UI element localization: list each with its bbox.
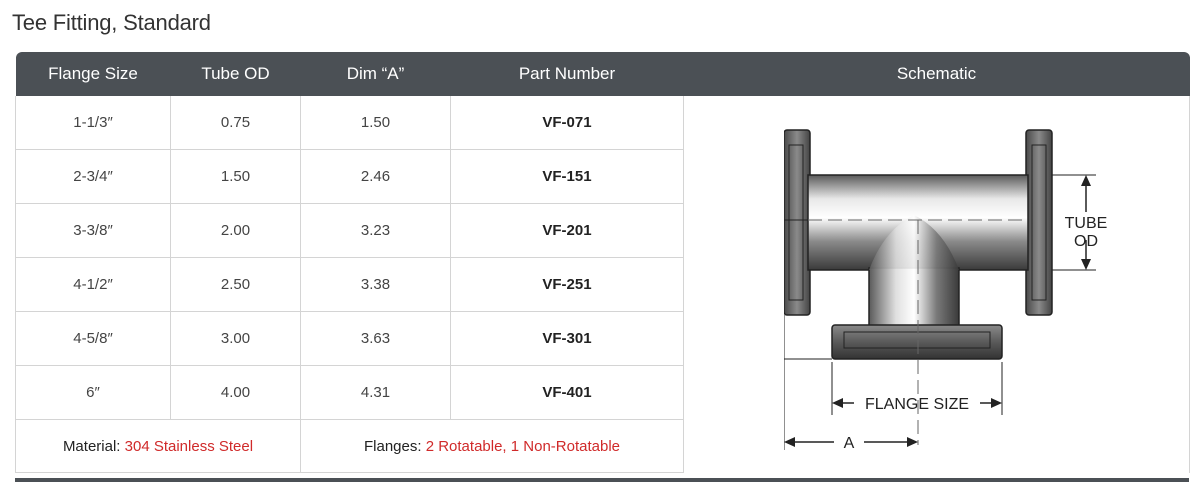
- table-row: 6″ 4.00 4.31 VF-401: [15, 365, 1190, 420]
- col-header-flange-size: Flange Size: [15, 52, 171, 96]
- cell-flange-size: 4-1/2″: [15, 257, 171, 312]
- cell-flange-size: 3-3/8″: [15, 203, 171, 258]
- cell-tube-od: 2.50: [170, 257, 301, 312]
- cell-dim-a: 3.63: [300, 311, 451, 366]
- cell-dim-a: 3.38: [300, 257, 451, 312]
- cell-dim-a: 1.50: [300, 96, 451, 150]
- cell-flange-size: 1-1/3″: [15, 96, 171, 150]
- table-row: 2-3/4″ 1.50 2.46 VF-151: [15, 149, 1190, 204]
- cell-part-number: VF-071: [450, 96, 684, 150]
- spec-table: Flange Size Tube OD Dim “A” Part Number …: [15, 52, 1190, 473]
- tube-od-label-1: TUBE: [1065, 215, 1108, 232]
- cell-dim-a: 4.31: [300, 365, 451, 420]
- cell-dim-a: 3.23: [300, 203, 451, 258]
- schematic-cell: TUBE OD A FLANGE SIZE: [683, 96, 1190, 473]
- cell-tube-od: 4.00: [170, 365, 301, 420]
- left-flange-shape: [784, 129, 811, 316]
- tee-schematic-drawing: TUBE OD A FLANGE SIZE: [784, 129, 1108, 452]
- right-flange-shape: [1025, 129, 1053, 316]
- flange-size-label: FLANGE SIZE: [865, 396, 969, 413]
- cell-flange-size: 4-5/8″: [15, 311, 171, 366]
- col-header-schematic: Schematic: [683, 52, 1190, 96]
- table-row: 4-1/2″ 2.50 3.38 VF-251: [15, 257, 1190, 312]
- cell-part-number: VF-401: [450, 365, 684, 420]
- dim-a-label-bottom: A: [844, 435, 855, 452]
- flanges-cell: Flanges: 2 Rotatable, 1 Non-Rotatable: [300, 419, 684, 473]
- cell-part-number: VF-301: [450, 311, 684, 366]
- col-header-part-number: Part Number: [450, 52, 684, 96]
- cell-part-number: VF-151: [450, 149, 684, 204]
- cell-tube-od: 1.50: [170, 149, 301, 204]
- flanges-label: Flanges:: [363, 437, 422, 455]
- material-value: 304 Stainless Steel: [124, 437, 254, 455]
- table-row: 3-3/8″ 2.00 3.23 VF-201: [15, 203, 1190, 258]
- flanges-value: 2 Rotatable, 1 Non-Rotatable: [425, 437, 620, 455]
- table-bottom-bar: [15, 478, 1189, 482]
- cell-flange-size: 2-3/4″: [15, 149, 171, 204]
- cell-dim-a: 2.46: [300, 149, 451, 204]
- table-row: 1-1/3″ 0.75 1.50 VF-071: [15, 96, 1190, 473]
- cell-tube-od: 3.00: [170, 311, 301, 366]
- table-row: 4-5/8″ 3.00 3.63 VF-301: [15, 311, 1190, 366]
- material-label: Material:: [62, 437, 121, 455]
- page-title: Tee Fitting, Standard: [12, 10, 211, 35]
- cell-part-number: VF-251: [450, 257, 684, 312]
- cell-part-number: VF-201: [450, 203, 684, 258]
- material-cell: Material: 304 Stainless Steel: [15, 419, 301, 473]
- cell-tube-od: 2.00: [170, 203, 301, 258]
- col-header-tube-od: Tube OD: [170, 52, 301, 96]
- cell-flange-size: 6″: [15, 365, 171, 420]
- table-header-row: Flange Size Tube OD Dim “A” Part Number …: [15, 52, 1190, 96]
- tube-od-label-2: OD: [1074, 233, 1098, 250]
- bottom-flange-shape: [831, 324, 1003, 360]
- table-footer-row: Material: 304 Stainless Steel Flanges: 2…: [15, 419, 1190, 473]
- cell-tube-od: 0.75: [170, 96, 301, 150]
- col-header-dim-a: Dim “A”: [300, 52, 451, 96]
